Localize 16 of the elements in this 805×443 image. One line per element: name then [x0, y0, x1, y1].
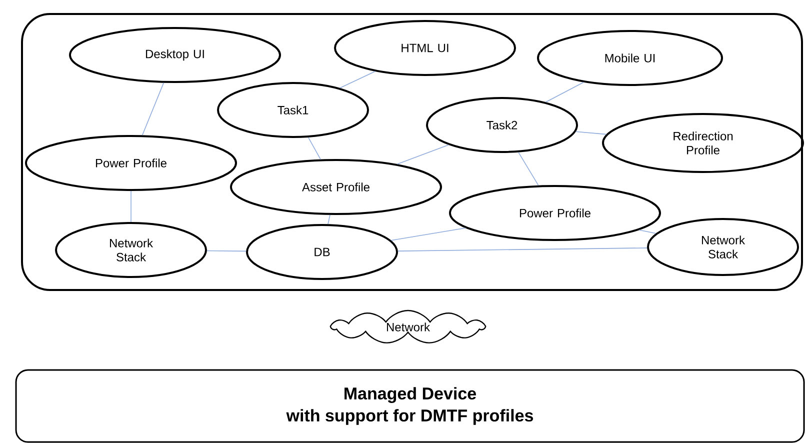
connector-line [545, 82, 584, 102]
connector-line [142, 82, 164, 136]
connector-line [398, 248, 648, 252]
connector-line [130, 190, 132, 222]
connector-line [638, 230, 656, 234]
device-box: Managed Device with support for DMTF profiles [15, 369, 805, 443]
connector-line [518, 152, 539, 186]
container-frame [21, 13, 803, 291]
connector-line [206, 250, 246, 252]
connector-line [308, 137, 321, 160]
connector-line [390, 228, 466, 241]
connector-line [575, 131, 607, 135]
connector-line [396, 144, 450, 165]
network-cloud: Network [330, 310, 486, 344]
connector-line [340, 71, 376, 88]
connector-line [328, 214, 330, 224]
